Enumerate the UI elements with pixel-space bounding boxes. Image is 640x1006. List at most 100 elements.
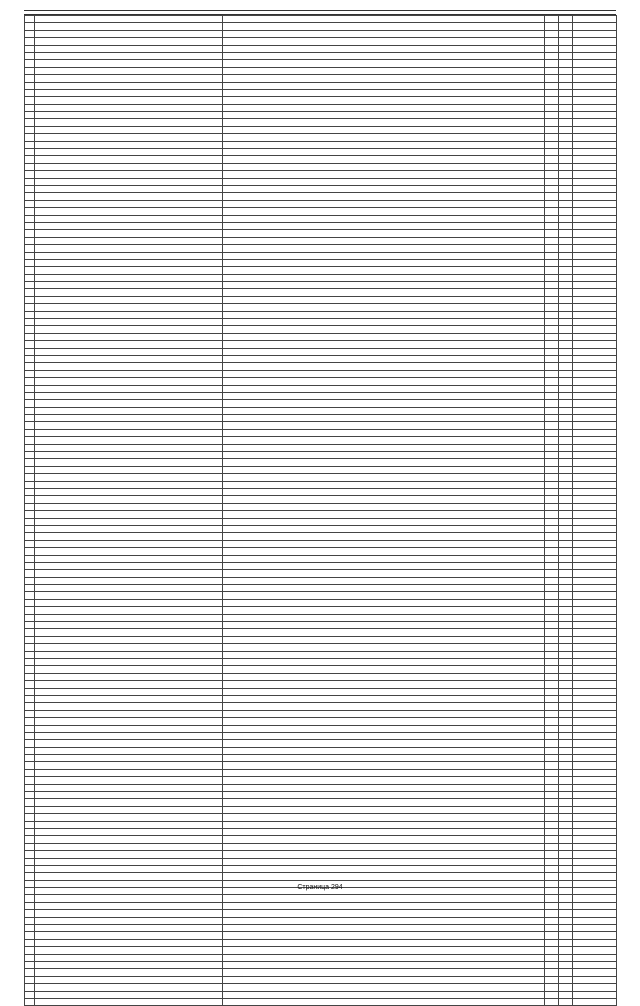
row-number-cell bbox=[24, 37, 35, 46]
address-cell bbox=[34, 717, 223, 726]
period-cell bbox=[572, 850, 617, 859]
period-cell bbox=[572, 975, 617, 985]
row-number-cell bbox=[24, 606, 35, 615]
year-cell bbox=[558, 303, 573, 312]
period-cell bbox=[572, 997, 617, 1006]
address-cell bbox=[34, 29, 223, 39]
year-cell bbox=[544, 790, 559, 800]
table-row bbox=[24, 606, 617, 615]
period-cell bbox=[572, 406, 617, 416]
work-type-cell bbox=[222, 74, 545, 83]
work-type-cell bbox=[222, 687, 545, 696]
year-cell bbox=[544, 850, 559, 859]
work-type-cell bbox=[222, 495, 545, 504]
period-cell bbox=[572, 88, 617, 98]
row-number-cell bbox=[24, 901, 35, 911]
period-cell bbox=[572, 864, 617, 874]
year-cell bbox=[544, 303, 559, 312]
period-cell bbox=[572, 990, 617, 999]
work-type-cell bbox=[222, 953, 545, 963]
table-row bbox=[24, 665, 617, 674]
work-type-cell bbox=[222, 214, 545, 223]
table-row bbox=[24, 953, 617, 963]
table-row bbox=[24, 517, 617, 526]
year-cell bbox=[558, 850, 573, 859]
work-type-cell bbox=[222, 184, 545, 194]
address-cell bbox=[34, 258, 223, 268]
row-number-cell bbox=[24, 236, 35, 246]
period-cell bbox=[572, 510, 617, 519]
year-cell bbox=[544, 258, 559, 268]
year-cell bbox=[558, 768, 573, 778]
work-type-cell bbox=[222, 502, 545, 512]
period-cell bbox=[572, 650, 617, 660]
address-cell bbox=[34, 739, 223, 748]
row-number-cell bbox=[24, 805, 35, 815]
table-row bbox=[24, 635, 617, 645]
address-cell bbox=[34, 332, 223, 342]
row-number-cell bbox=[24, 835, 35, 844]
period-cell bbox=[572, 532, 617, 541]
row-number-cell bbox=[24, 820, 35, 829]
row-number-cell bbox=[24, 377, 35, 386]
year-cell bbox=[544, 184, 559, 194]
year-cell bbox=[544, 968, 559, 977]
work-type-cell bbox=[222, 332, 545, 342]
year-cell bbox=[544, 946, 559, 955]
address-cell bbox=[34, 983, 223, 992]
year-cell bbox=[558, 783, 573, 793]
table-row bbox=[24, 251, 617, 260]
row-number-cell bbox=[24, 325, 35, 334]
year-cell bbox=[544, 317, 559, 327]
year-cell bbox=[544, 281, 559, 290]
table-row bbox=[24, 909, 617, 918]
year-cell bbox=[558, 155, 573, 164]
year-cell bbox=[544, 953, 559, 963]
year-cell bbox=[544, 532, 559, 541]
table-row bbox=[24, 931, 617, 940]
period-cell bbox=[572, 29, 617, 39]
year-cell bbox=[544, 29, 559, 39]
year-cell bbox=[544, 236, 559, 246]
year-cell bbox=[544, 938, 559, 948]
year-cell bbox=[558, 938, 573, 948]
work-type-cell bbox=[222, 436, 545, 445]
table-row bbox=[24, 916, 617, 926]
table-row bbox=[24, 532, 617, 541]
period-cell bbox=[572, 421, 617, 430]
work-type-cell bbox=[222, 916, 545, 926]
address-cell bbox=[34, 694, 223, 704]
address-cell bbox=[34, 81, 223, 90]
period-cell bbox=[572, 170, 617, 179]
period-cell bbox=[572, 606, 617, 615]
address-cell bbox=[34, 850, 223, 859]
year-cell bbox=[544, 199, 559, 209]
year-cell bbox=[558, 805, 573, 815]
year-cell bbox=[558, 170, 573, 179]
period-cell bbox=[572, 946, 617, 955]
table-row bbox=[24, 598, 617, 608]
work-type-cell bbox=[222, 584, 545, 593]
year-cell bbox=[558, 266, 573, 275]
row-number-cell bbox=[24, 709, 35, 719]
year-cell bbox=[558, 22, 573, 31]
row-number-cell bbox=[24, 702, 35, 711]
row-number-cell bbox=[24, 761, 35, 770]
year-cell bbox=[558, 258, 573, 268]
address-cell bbox=[34, 857, 223, 866]
row-number-cell bbox=[24, 399, 35, 408]
year-cell bbox=[558, 554, 573, 563]
row-number-cell bbox=[24, 754, 35, 763]
work-type-cell bbox=[222, 66, 545, 76]
year-cell bbox=[558, 702, 573, 711]
address-cell bbox=[34, 325, 223, 334]
address-cell bbox=[34, 561, 223, 571]
row-number-cell bbox=[24, 739, 35, 748]
work-type-cell bbox=[222, 414, 545, 423]
period-cell bbox=[572, 443, 617, 453]
address-cell bbox=[34, 96, 223, 105]
year-cell bbox=[558, 709, 573, 719]
year-cell bbox=[558, 414, 573, 423]
year-cell bbox=[544, 207, 559, 216]
work-type-cell bbox=[222, 118, 545, 127]
